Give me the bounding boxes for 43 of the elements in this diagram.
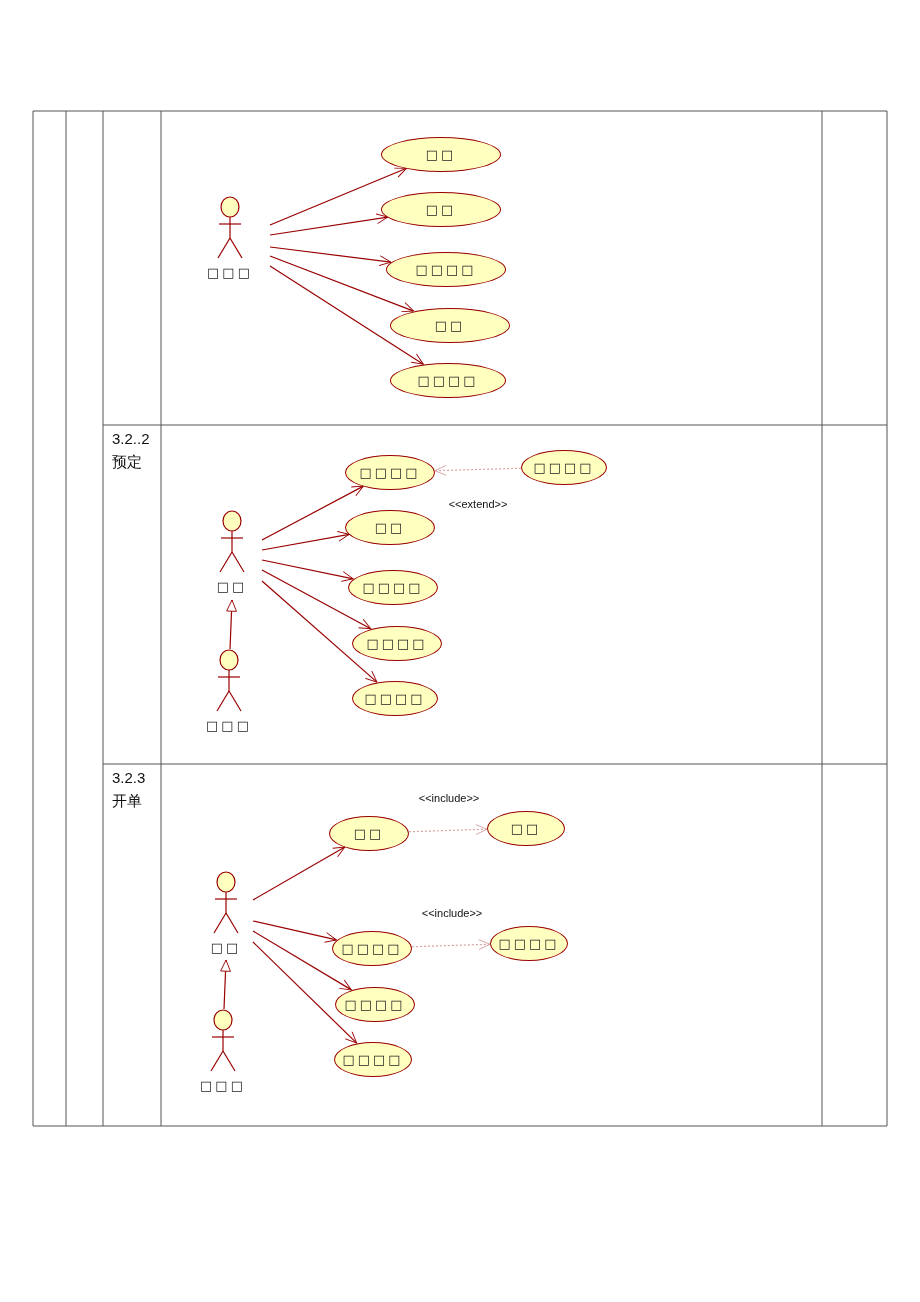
use-case-ellipse: □□□□ bbox=[352, 625, 442, 661]
section-number: 3.2.3 bbox=[112, 769, 146, 786]
association-arrow bbox=[269, 255, 415, 313]
stereotype-label: <<include>> bbox=[418, 792, 480, 804]
section-title: 预定 bbox=[112, 453, 142, 472]
use-case-ellipse: □□□□ bbox=[332, 930, 412, 966]
actor-name: □□□ bbox=[199, 1078, 247, 1093]
use-case-ellipse: □□ bbox=[381, 136, 501, 172]
generalization-arrow bbox=[220, 959, 231, 1010]
association-arrow bbox=[261, 580, 378, 683]
association-arrow bbox=[269, 167, 408, 226]
section-number: 3.2..2 bbox=[112, 430, 150, 447]
use-case-ellipse: □□ bbox=[487, 810, 565, 846]
use-case-ellipse: □□□□ bbox=[521, 449, 607, 485]
use-case-ellipse: □□□□ bbox=[490, 925, 568, 961]
actor-name: □□ bbox=[209, 940, 243, 955]
use-case-ellipse: □□ bbox=[345, 509, 435, 545]
association-arrow bbox=[252, 846, 346, 901]
actor-name: □□□ bbox=[205, 718, 253, 733]
use-case-ellipse: □□□□ bbox=[334, 1041, 412, 1077]
generalization-arrow bbox=[226, 599, 237, 650]
association-arrow bbox=[252, 941, 358, 1044]
use-case-ellipse: □□□□ bbox=[335, 986, 415, 1022]
use-case-ellipse: □□ bbox=[329, 815, 409, 851]
section-title: 开单 bbox=[112, 792, 142, 811]
association-arrow bbox=[269, 265, 424, 365]
use-case-ellipse: □□□□ bbox=[348, 569, 438, 605]
association-arrow bbox=[252, 930, 352, 991]
stereotype-label: <<extend>> bbox=[448, 498, 508, 510]
association-arrow bbox=[261, 531, 350, 551]
use-case-ellipse: □□ bbox=[381, 191, 501, 227]
actor-name: □□□ bbox=[206, 265, 254, 280]
association-arrow bbox=[261, 485, 365, 541]
use-case-ellipse: □□□□ bbox=[352, 680, 438, 716]
association-arrow bbox=[252, 920, 338, 943]
use-case-ellipse: □□ bbox=[390, 307, 510, 343]
stereotype-label: <<include>> bbox=[421, 907, 483, 919]
use-case-ellipse: □□□□ bbox=[345, 454, 435, 490]
actor-name: □□ bbox=[215, 579, 249, 594]
association-arrow bbox=[261, 559, 354, 582]
association-arrow bbox=[261, 569, 372, 630]
use-case-ellipse: □□□□ bbox=[390, 362, 506, 398]
use-case-ellipse: □□□□ bbox=[386, 251, 506, 287]
